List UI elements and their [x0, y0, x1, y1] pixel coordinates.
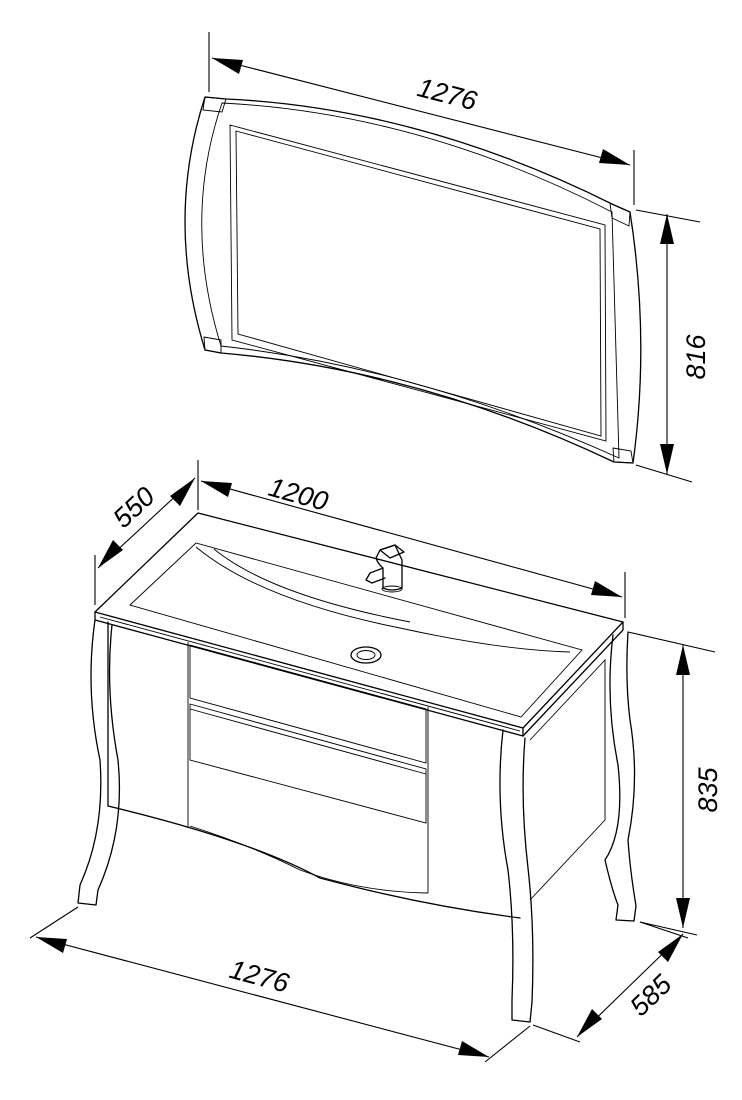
vanity-depth-arrow-top	[170, 478, 195, 506]
mirror-width-arrow-right	[599, 149, 630, 165]
drawer-bottom-shadow	[189, 708, 427, 775]
leg-back-right	[604, 631, 637, 922]
base-depth-arrow-bottom	[577, 1009, 602, 1037]
base-depth-extension-back	[639, 921, 689, 939]
base-width-arrow-left	[36, 937, 67, 953]
leg-front-left	[77, 619, 121, 906]
mirror-glass-border	[229, 124, 607, 442]
vanity-width-arrow-right	[591, 581, 622, 597]
mirror-height-extension-top	[635, 209, 701, 223]
mirror-corner-bottom-left	[203, 336, 222, 354]
base-width-label: 1276	[226, 954, 293, 999]
faucet-icon	[365, 544, 405, 593]
cabinet-front-frame	[107, 621, 521, 919]
drawer-top	[189, 644, 427, 764]
sink-drain	[350, 646, 382, 664]
sink-basin-curve	[195, 546, 571, 653]
mirror-height-label: 816	[681, 333, 711, 379]
vanity-width-label: 1200	[265, 472, 331, 517]
mirror-width-label: 1276	[414, 72, 481, 116]
faucet-body	[375, 544, 403, 591]
mirror-width-arrow-left	[212, 58, 243, 74]
vanity-width-dimension-line	[200, 480, 623, 598]
sink-basin-inner	[213, 548, 411, 623]
cabinet-apron	[189, 825, 429, 894]
countertop-front-trim	[99, 616, 521, 732]
sink-drain-inner	[356, 650, 376, 660]
mirror-frame-inner-edge	[201, 102, 620, 459]
mirror-height-arrow-top	[660, 214, 674, 244]
base-width-extension-left	[29, 906, 79, 939]
mirror-height-arrow-bottom	[660, 444, 674, 474]
vanity-width-arrow-left	[201, 481, 232, 497]
countertop-top	[94, 512, 624, 729]
drawer-bottom	[189, 703, 427, 824]
mirror: 1276 816	[184, 32, 711, 483]
base-depth-arrow-top	[658, 934, 683, 962]
mirror-glass	[235, 130, 602, 437]
mirror-height-extension-bottom	[635, 464, 693, 483]
base-depth-extension-front	[532, 1024, 581, 1043]
leg-front-right	[499, 729, 534, 1023]
vanity-depth-label: 550	[107, 481, 160, 534]
vanity: 1200 550 835 1276 585	[29, 460, 723, 1063]
faucet-spout	[365, 567, 386, 584]
countertop-side-edge	[522, 621, 624, 737]
mirror-corner-bottom-right	[612, 447, 634, 464]
mirror-corner-top-left	[202, 96, 227, 113]
countertop-front-edge	[94, 611, 524, 737]
vanity-height-extension-bottom	[639, 921, 698, 936]
base-width-arrow-right	[458, 1041, 489, 1057]
mirror-corner-top-right	[609, 202, 631, 227]
mirror-outer-frame	[184, 96, 642, 464]
sink-basin-rim	[129, 542, 583, 718]
vanity-depth-arrow-bottom	[98, 540, 123, 568]
mirror-width-dimension-line	[211, 57, 631, 166]
base-depth-label: 585	[624, 968, 678, 1022]
vanity-height-label: 835	[693, 766, 723, 812]
cabinet-side-panel	[529, 658, 606, 901]
base-width-extension-right	[484, 1025, 531, 1063]
base-width-dimension-line	[35, 936, 490, 1058]
vanity-height-arrow-top	[676, 645, 690, 675]
faucet-handle	[379, 544, 405, 559]
vanity-height-arrow-bottom	[676, 898, 690, 928]
vanity-height-extension-top	[627, 631, 716, 653]
faucet-base	[381, 585, 403, 593]
